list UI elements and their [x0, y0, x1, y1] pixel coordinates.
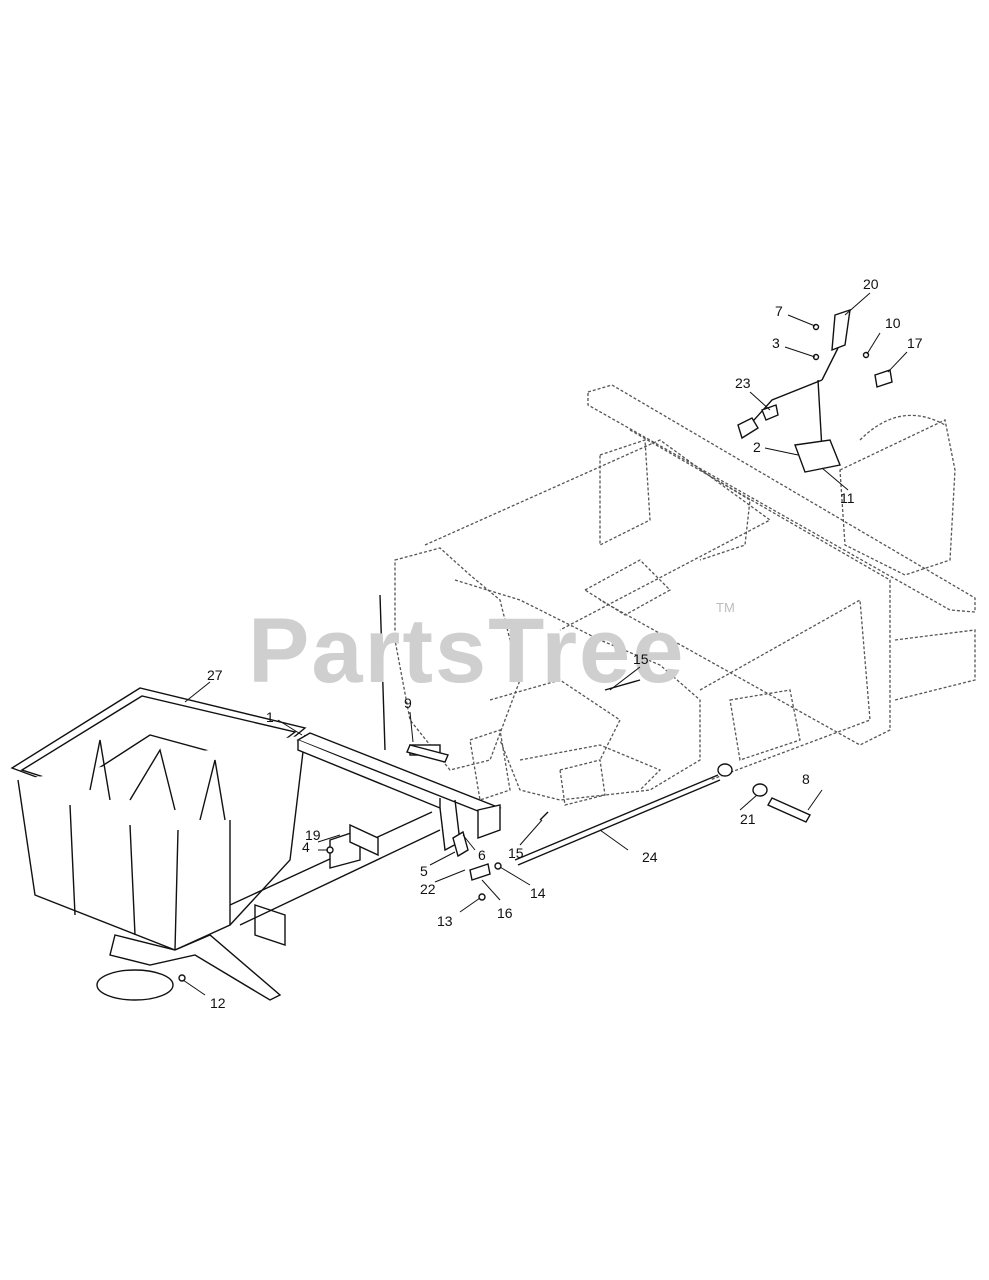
spreader-mount-bar — [229, 594, 502, 926]
callout-labels: 20 7 10 3 17 23 2 11 15 27 9 1 8 21 19 4… — [207, 276, 923, 1011]
callout-22: 22 — [420, 881, 436, 897]
callout-14: 14 — [530, 885, 546, 901]
callout-17: 17 — [907, 335, 923, 351]
callout-19: 19 — [305, 827, 321, 843]
callout-6: 6 — [478, 847, 486, 863]
spreader-hopper — [10, 687, 307, 1001]
callout-23: 23 — [735, 375, 751, 391]
watermark-trademark: TM — [716, 600, 735, 615]
linkage-rod-hardware — [178, 323, 870, 982]
callout-16: 16 — [497, 905, 513, 921]
callout-13: 13 — [437, 913, 453, 929]
callout-12: 12 — [210, 995, 226, 1011]
callout-9: 9 — [404, 695, 412, 711]
watermark-brand: PartsTree — [248, 600, 685, 702]
callout-24: 24 — [642, 849, 658, 865]
callout-4: 4 — [302, 839, 310, 855]
callout-5: 5 — [420, 863, 428, 879]
callout-10: 10 — [885, 315, 901, 331]
callout-20: 20 — [863, 276, 879, 292]
callout-15-upper: 15 — [633, 651, 649, 667]
callout-2: 2 — [753, 439, 761, 455]
callout-11: 11 — [840, 490, 855, 506]
callout-1: 1 — [266, 709, 274, 725]
partstree-watermark: PartsTree TM — [248, 600, 735, 702]
tractor-frame-outline — [394, 384, 976, 806]
callout-leaders — [182, 292, 908, 996]
callout-21: 21 — [740, 811, 756, 827]
callout-27: 27 — [207, 667, 223, 683]
callout-8: 8 — [802, 771, 810, 787]
callout-15-lower: 15 — [508, 845, 524, 861]
control-lever-assembly — [737, 308, 893, 473]
callout-3: 3 — [772, 335, 780, 351]
callout-7: 7 — [775, 303, 783, 319]
